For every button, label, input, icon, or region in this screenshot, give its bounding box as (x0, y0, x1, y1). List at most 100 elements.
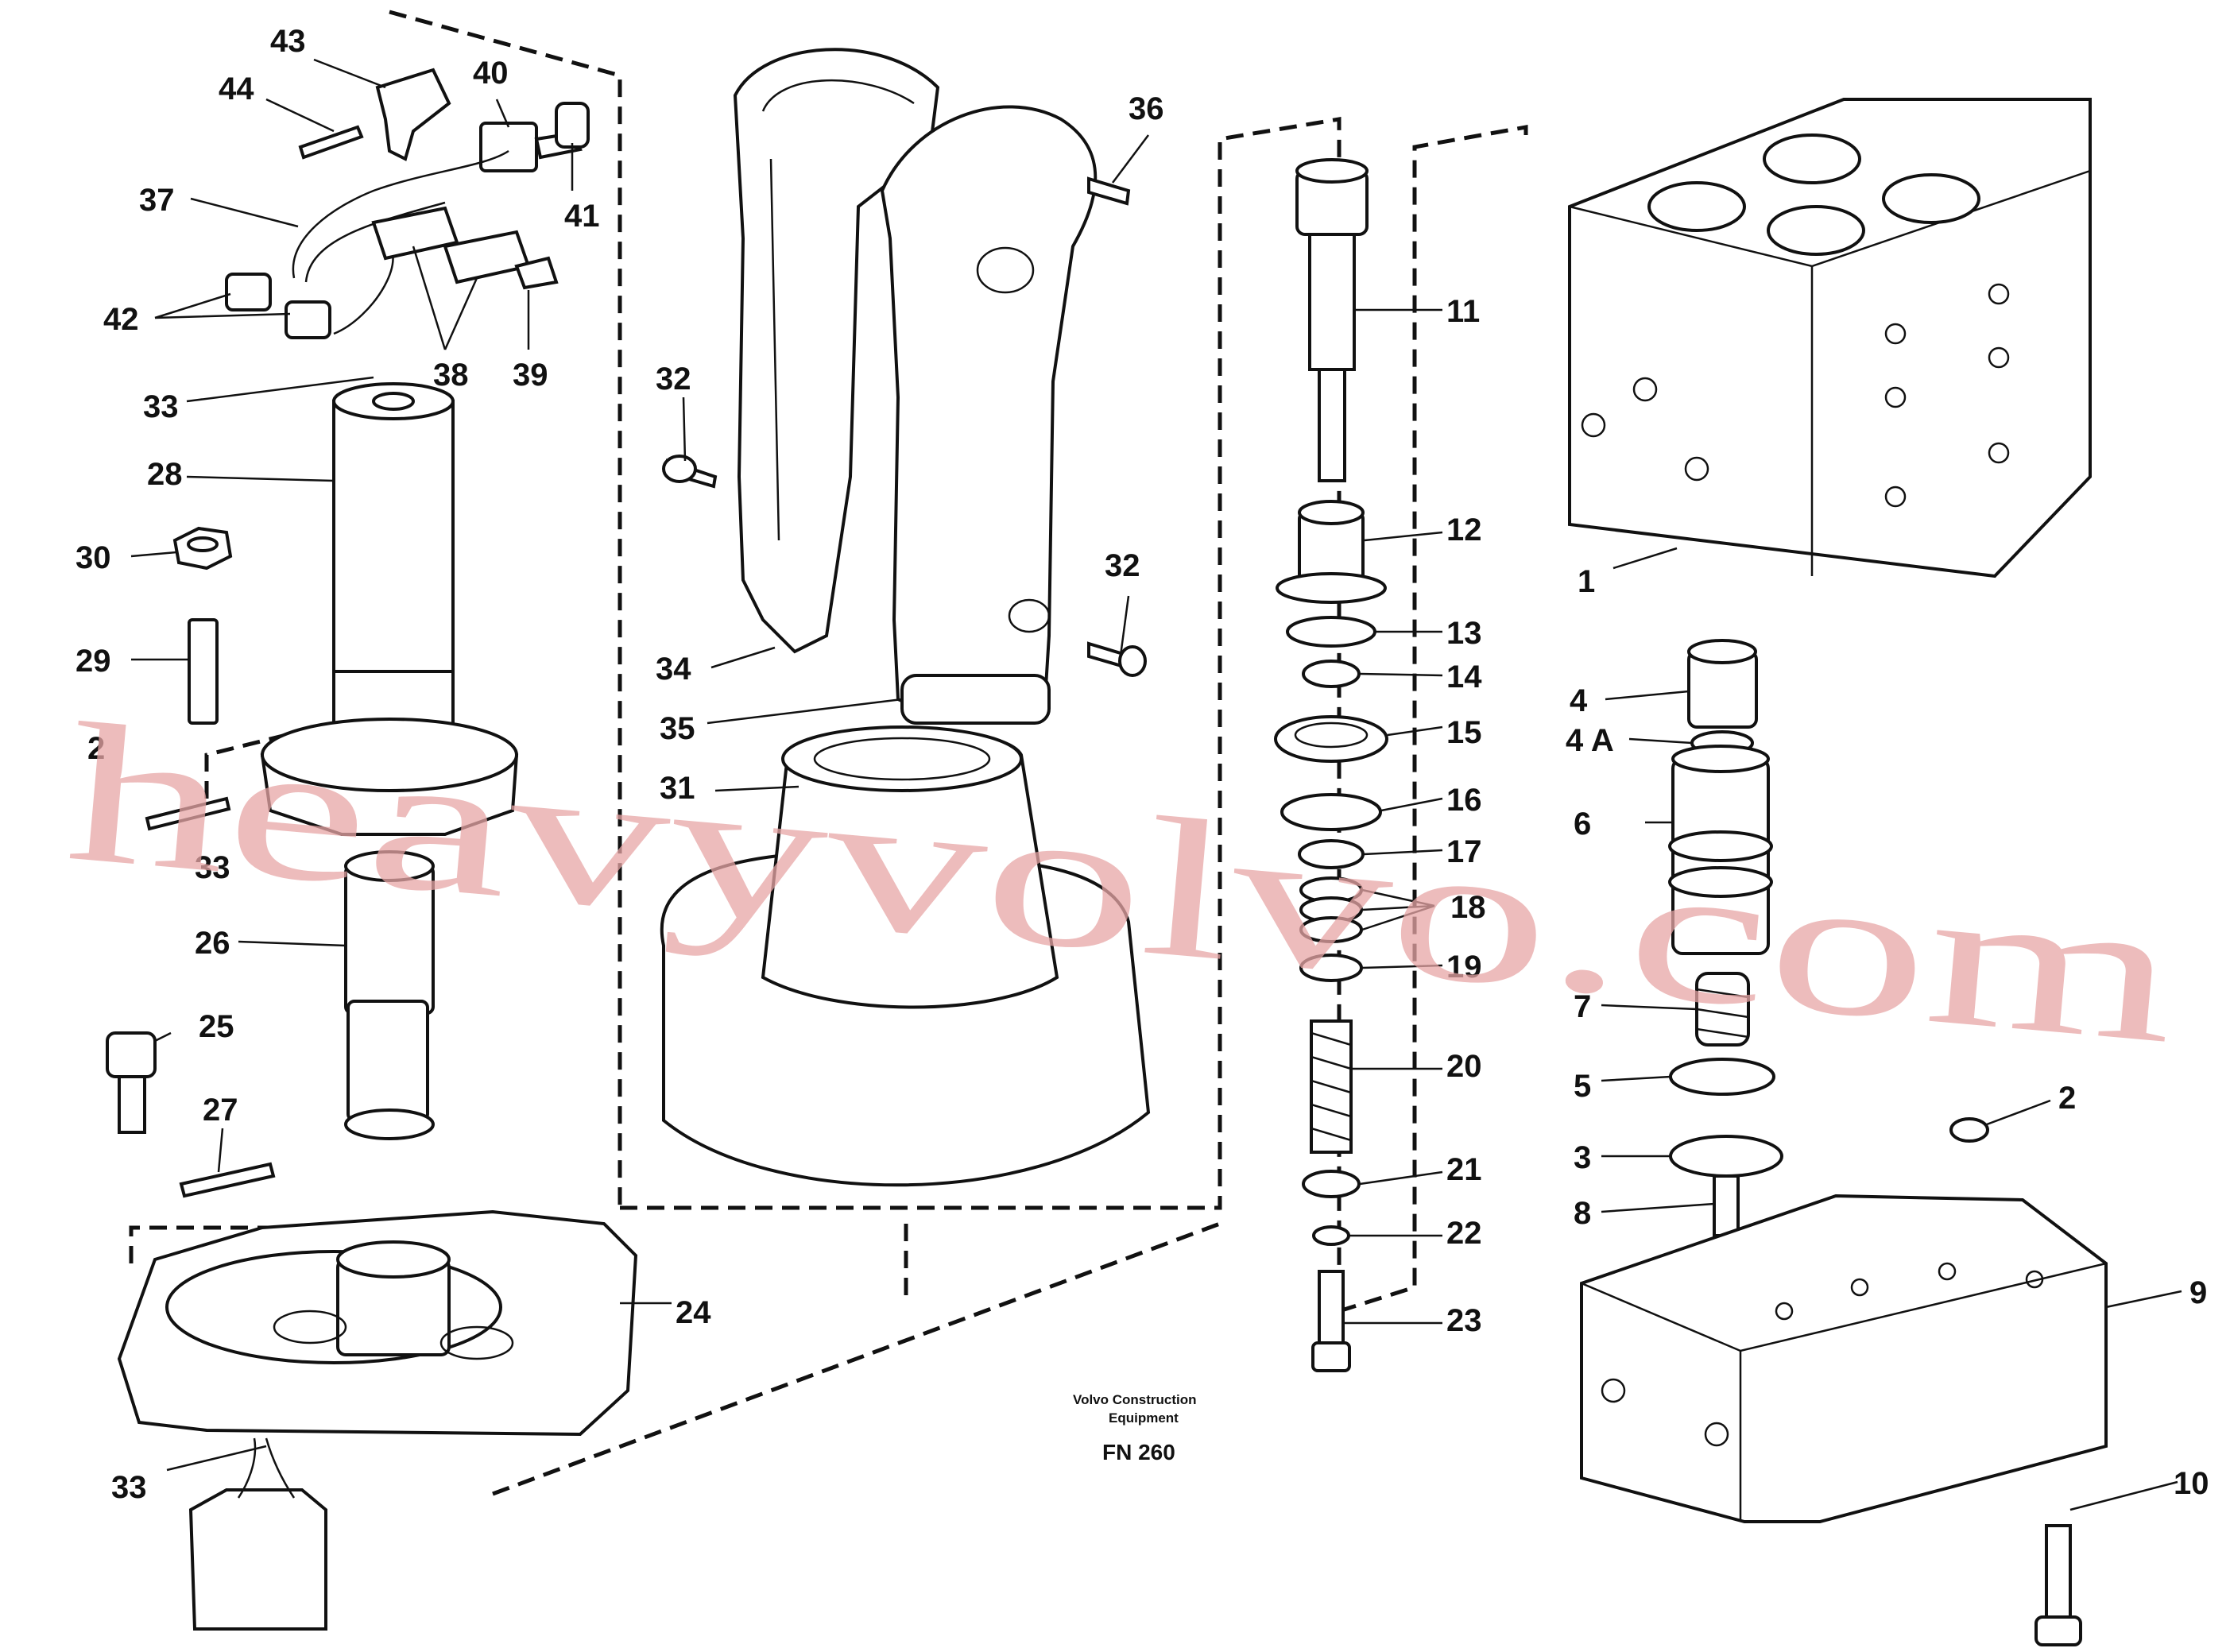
label-27: 27 (203, 1093, 238, 1128)
ring-13 (1286, 616, 1376, 648)
screw-32-right (1087, 641, 1147, 677)
label-4a: 4 A (1566, 723, 1614, 758)
washer-19 (1299, 954, 1363, 982)
label-7: 7 (1574, 989, 1591, 1024)
lever-shell-34 (733, 48, 940, 654)
plug-41 (555, 102, 590, 149)
oring-2 (1949, 1117, 1989, 1143)
label-38: 38 (433, 358, 469, 393)
label-33-bottom: 33 (111, 1470, 147, 1505)
label-11: 11 (1446, 294, 1480, 329)
caption: Volvo Construction Equipment FN 260 (1073, 1392, 1197, 1464)
knob-switch-43 (375, 68, 451, 161)
label-26: 26 (195, 926, 230, 961)
label-21: 21 (1446, 1152, 1482, 1187)
label-42: 42 (103, 302, 139, 337)
label-9: 9 (2189, 1275, 2207, 1310)
handle-tube-28 (260, 382, 519, 836)
screw-23 (1311, 1270, 1351, 1372)
seal-15 (1274, 715, 1388, 763)
label-30: 30 (75, 540, 111, 575)
label-24: 24 (676, 1295, 711, 1330)
ring-3 (1669, 1135, 1783, 1178)
label-3: 3 (1574, 1140, 1591, 1175)
valve-block-1 (1568, 98, 2092, 578)
leader-lines (130, 58, 2182, 1511)
guide-12 (1276, 500, 1387, 604)
valve-stack (1274, 158, 1388, 1372)
label-4: 4 (1570, 683, 1588, 718)
label-13: 13 (1446, 616, 1482, 651)
label-12: 12 (1446, 513, 1482, 547)
label-6: 6 (1574, 807, 1591, 841)
label-44: 44 (219, 72, 254, 106)
label-15: 15 (1446, 715, 1482, 750)
spring-20 (1310, 1019, 1353, 1154)
label-17: 17 (1446, 834, 1482, 869)
plug-4 (1687, 639, 1758, 729)
label-20: 20 (1446, 1049, 1482, 1084)
pin-2 (145, 796, 231, 831)
spool-6 (1668, 745, 1773, 955)
washer-5 (1669, 1058, 1775, 1096)
bolt-10 (2034, 1524, 2082, 1646)
universal-joint-26 (344, 850, 435, 1140)
label-10: 10 (2174, 1466, 2209, 1501)
label-43: 43 (270, 24, 306, 59)
spool-parts (1668, 639, 1989, 1277)
label-1: 1 (1578, 564, 1595, 599)
label-22: 22 (1446, 1216, 1482, 1251)
terminal-39 (514, 256, 559, 290)
label-16: 16 (1446, 783, 1482, 818)
plunger-11 (1295, 158, 1369, 482)
label-29: 29 (75, 644, 111, 679)
ring-16 (1280, 793, 1382, 831)
seat-21 (1302, 1170, 1361, 1198)
label-39: 39 (513, 358, 548, 393)
label-33: 33 (143, 389, 179, 424)
label-23: 23 (1446, 1303, 1482, 1338)
base-plate-9 (1580, 1194, 2108, 1523)
label-34: 34 (656, 652, 691, 687)
washer-17 (1298, 839, 1365, 869)
connectors-42 (225, 273, 331, 339)
label-33-mid: 33 (195, 850, 230, 885)
bottom-cover-24 (117, 1209, 638, 1437)
caption-line-1: Volvo Construction (1073, 1392, 1197, 1407)
washer-14 (1302, 660, 1361, 688)
lever-grip-35 (880, 105, 1098, 725)
label-36: 36 (1129, 91, 1164, 126)
label-41: 41 (564, 199, 600, 234)
screw-25 (106, 1031, 157, 1134)
label-8: 8 (1574, 1196, 1591, 1231)
setscrew-29 (188, 618, 219, 725)
boot-housing-31 (660, 725, 1151, 1187)
caption-line-2: Equipment (1109, 1410, 1179, 1426)
part-number-labels: 43 44 40 41 37 42 38 39 33 28 30 29 2 33… (75, 24, 2209, 1505)
label-19: 19 (1446, 950, 1482, 985)
label-37: 37 (139, 183, 175, 218)
screw-36 (1087, 176, 1131, 206)
label-35: 35 (660, 711, 695, 746)
label-28: 28 (147, 457, 183, 492)
pin-44 (298, 125, 364, 160)
label-14: 14 (1446, 660, 1482, 694)
screw-32-left (662, 455, 718, 489)
label-2-right: 2 (2058, 1081, 2076, 1116)
label-40: 40 (473, 56, 509, 91)
label-25: 25 (199, 1009, 234, 1044)
label-18: 18 (1450, 890, 1486, 925)
washer-22 (1312, 1225, 1350, 1246)
microswitches-38 (371, 206, 531, 284)
label-32-right: 32 (1105, 548, 1140, 583)
label-31: 31 (660, 771, 695, 806)
nut-30 (172, 526, 233, 571)
connector-plug-33 (188, 1437, 327, 1631)
spring-7 (1695, 972, 1750, 1047)
washers-18 (1299, 876, 1363, 943)
pin-27 (179, 1162, 276, 1198)
label-5: 5 (1574, 1069, 1591, 1104)
label-32-left: 32 (656, 362, 691, 397)
label-2-left: 2 (87, 731, 105, 766)
